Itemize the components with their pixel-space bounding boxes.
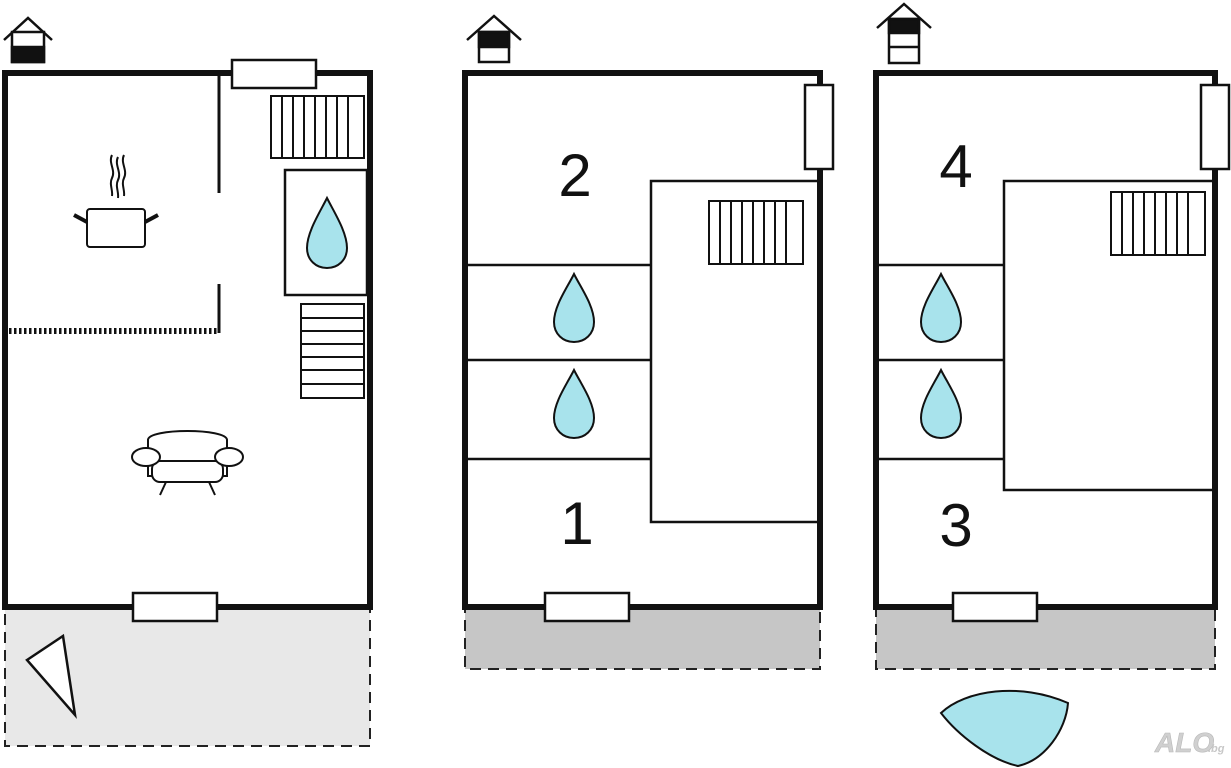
room-number: 2 [558,142,591,209]
svg-text:.bg: .bg [1208,743,1225,755]
stairs-icon [300,303,365,399]
radiator-icon [270,95,365,159]
sofa-icon [131,430,244,496]
house-level-first-icon [466,14,522,64]
house-level-second-icon [876,2,932,65]
stairwell-void [1002,179,1212,492]
pool-icon [939,689,1070,768]
water-drop-icon [552,367,596,440]
balcony [464,606,821,670]
room-number: 1 [560,490,593,557]
radiator-icon [1110,191,1206,256]
door-bottom [131,591,219,623]
window-side [1199,83,1231,171]
room-number: 4 [939,133,972,200]
stairwell-void [649,179,817,524]
house-level-ground-icon [3,16,53,64]
window-top [230,58,318,90]
balcony [875,606,1216,670]
ground-floor-plan [2,16,373,747]
watermark-logo: ALO .bg [1154,727,1225,759]
first-floor-plan: 2 1 [462,14,835,670]
radiator-icon [708,200,804,265]
svg-text:ALO: ALO [1154,727,1214,758]
second-floor-outline [873,70,1218,610]
water-drop-icon [919,367,963,440]
second-floor-plan: 4 3 [873,2,1231,768]
door-bottom [951,591,1039,623]
window-side [803,83,835,171]
umbrella-icon [25,633,77,720]
door-bottom [543,591,631,623]
water-drop-icon [919,271,963,344]
cooking-pot-icon [73,154,159,248]
water-drop-icon [305,195,349,270]
water-drop-icon [552,271,596,344]
room-number: 3 [939,492,972,559]
first-floor-outline [462,70,823,610]
